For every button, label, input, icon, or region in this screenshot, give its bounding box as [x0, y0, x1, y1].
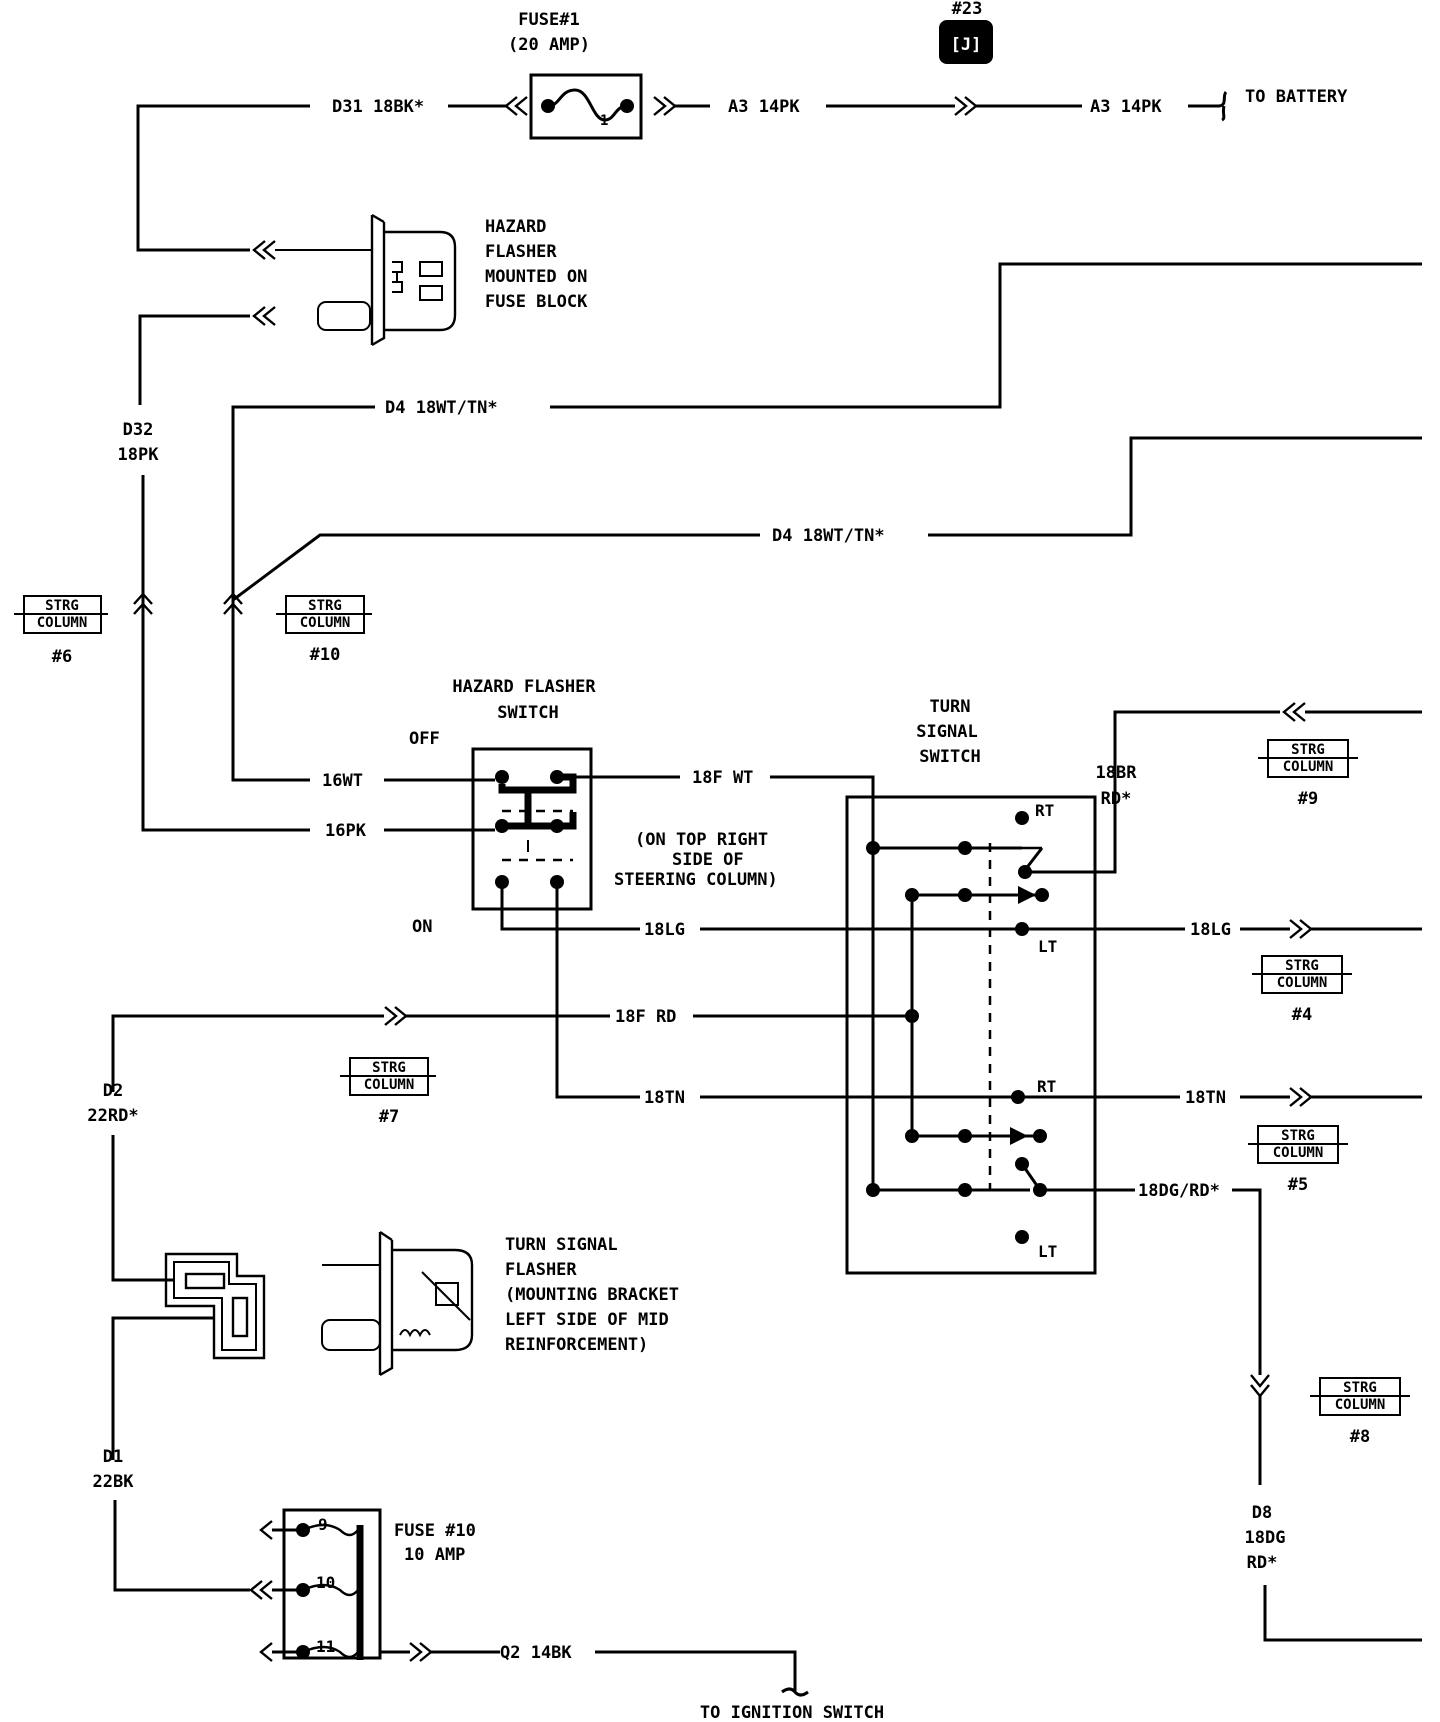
hazard-flasher-line2: FLASHER — [485, 242, 557, 262]
svg-text:#6: #6 — [52, 647, 72, 667]
wire-d2-line2: 22RD* — [87, 1106, 138, 1126]
wire-18fwt-label: 18F WT — [692, 768, 753, 788]
hazard-flasher: HAZARD FLASHER MOUNTED ON FUSE BLOCK — [252, 213, 588, 347]
svg-text:COLUMN: COLUMN — [1273, 1145, 1324, 1161]
wire-18lg-left-label: 18LG — [644, 920, 685, 940]
svg-text:#7: #7 — [379, 1107, 399, 1127]
wire-18tn-left-label: 18TN — [644, 1088, 685, 1108]
connector-strg-10: STRG COLUMN #10 — [276, 595, 372, 665]
fuse-1-pin: 1 — [600, 113, 608, 129]
connector-strg-8: STRG COLUMN #8 — [1310, 1377, 1410, 1447]
wire-18br-line1: 18BR — [1096, 763, 1138, 783]
wire-d4-upper-label: D4 18WT/TN* — [385, 398, 498, 418]
badge-glyph: [J] — [951, 35, 982, 55]
connector-strg-4: STRG COLUMN #4 — [1252, 955, 1352, 1025]
hazard-flasher-switch: HAZARD FLASHER SWITCH OFF ON 16WT 16PK (… — [322, 677, 778, 937]
svg-text:LT: LT — [1038, 1242, 1057, 1261]
svg-text:STRG: STRG — [45, 598, 79, 614]
turn-switch-title1: TURN — [930, 697, 971, 717]
wire-18tn-right-label: 18TN — [1185, 1088, 1226, 1108]
hazard-switch-note3: STEERING COLUMN) — [614, 870, 778, 890]
fuse-1-label: FUSE#1 — [518, 10, 579, 30]
svg-text:COLUMN: COLUMN — [1335, 1397, 1386, 1413]
fuse-1-rating: (20 AMP) — [508, 35, 590, 55]
wire-18frd-label: 18F RD — [615, 1007, 676, 1027]
wire-18br-line2: RD* — [1101, 789, 1132, 809]
svg-text:STRG: STRG — [1291, 742, 1325, 758]
wire-d1-line2: 22BK — [93, 1472, 135, 1492]
turn-flasher-line4: LEFT SIDE OF MID — [505, 1310, 669, 1330]
hazard-switch-note2: SIDE OF — [672, 850, 744, 870]
svg-text:COLUMN: COLUMN — [300, 615, 351, 631]
fuse-10-label: FUSE #10 — [394, 1521, 476, 1541]
wire-18lg-right-label: 18LG — [1190, 920, 1231, 940]
svg-text:RT: RT — [1035, 801, 1054, 820]
hazard-flasher-line3: MOUNTED ON — [485, 267, 587, 287]
svg-text:COLUMN: COLUMN — [1277, 975, 1328, 991]
wire-18dgrd-label: 18DG/RD* — [1138, 1181, 1220, 1201]
connector-strg-5: STRG COLUMN #5 — [1248, 1125, 1348, 1195]
svg-text:#9: #9 — [1298, 789, 1318, 809]
to-ignition-label: TO IGNITION SWITCH — [700, 1703, 884, 1722]
svg-text:LT: LT — [1038, 937, 1057, 956]
wire-d8-line2: 18DG — [1245, 1528, 1286, 1548]
turn-signal-flasher-bracket — [164, 1252, 266, 1360]
svg-text:STRG: STRG — [1285, 958, 1319, 974]
svg-text:RT: RT — [1037, 1077, 1056, 1096]
wire-d1-line1: D1 — [103, 1447, 123, 1467]
wire-d8-line3: RD* — [1247, 1553, 1278, 1573]
svg-text:10: 10 — [316, 1573, 335, 1592]
wire-d32-line1: D32 — [123, 420, 154, 440]
svg-text:COLUMN: COLUMN — [364, 1077, 415, 1093]
wire-16wt-label: 16WT — [322, 771, 363, 791]
turn-signal-flasher: TURN SIGNAL FLASHER (MOUNTING BRACKET LE… — [321, 1231, 679, 1377]
connector-strg-9: STRG COLUMN #9 — [1258, 739, 1358, 809]
hazard-switch-off: OFF — [409, 729, 440, 749]
svg-text:STRG: STRG — [1281, 1128, 1315, 1144]
wire-d8-line1: D8 — [1252, 1503, 1272, 1523]
turn-flasher-line1: TURN SIGNAL — [505, 1235, 618, 1255]
hazard-switch-on: ON — [412, 917, 432, 937]
turn-switch-title3: SWITCH — [919, 747, 980, 767]
svg-text:COLUMN: COLUMN — [37, 615, 88, 631]
turn-switch-title2: SIGNAL — [916, 722, 977, 742]
svg-text:#8: #8 — [1350, 1427, 1370, 1447]
turn-signal-switch: TURN SIGNAL SWITCH RT LT RT — [845, 697, 1097, 1275]
fuse-1: FUSE#1 (20 AMP) 1 — [504, 10, 677, 140]
fuse-10-rating: 10 AMP — [404, 1545, 465, 1565]
svg-text:STRG: STRG — [308, 598, 342, 614]
svg-text:COLUMN: COLUMN — [1283, 759, 1334, 775]
hazard-flasher-line1: HAZARD — [485, 217, 546, 237]
svg-text:STRG: STRG — [372, 1060, 406, 1076]
badge-number: #23 — [952, 0, 983, 19]
badge-23: #23 [J] — [939, 0, 993, 64]
hazard-flasher-line4: FUSE BLOCK — [485, 292, 588, 312]
svg-text:9: 9 — [318, 1515, 328, 1534]
turn-flasher-line3: (MOUNTING BRACKET — [505, 1285, 679, 1305]
wire-d2-line1: D2 — [103, 1081, 123, 1101]
turn-flasher-line5: REINFORCEMENT) — [505, 1335, 648, 1355]
to-battery-label: TO BATTERY — [1245, 87, 1348, 107]
wire-a3-right-label: A3 14PK — [1090, 97, 1162, 117]
wire-d4-lower-label: D4 18WT/TN* — [772, 526, 885, 546]
svg-text:#5: #5 — [1288, 1175, 1308, 1195]
connector-strg-6: STRG COLUMN #6 — [14, 595, 108, 667]
wire-q2-label: Q2 14BK — [500, 1643, 572, 1663]
wire-d32-line2: 18PK — [118, 445, 160, 465]
connector-strg-7: STRG COLUMN #7 — [340, 1057, 436, 1127]
wire-16pk-label: 16PK — [325, 821, 367, 841]
wire-d31-label: D31 18BK* — [332, 97, 424, 117]
svg-text:#4: #4 — [1292, 1005, 1312, 1025]
hazard-switch-title1: HAZARD FLASHER — [452, 677, 596, 697]
hazard-switch-note1: (ON TOP RIGHT — [635, 830, 768, 850]
svg-text:11: 11 — [316, 1637, 335, 1656]
wire-a3-left-label: A3 14PK — [728, 97, 800, 117]
svg-text:#10: #10 — [310, 645, 341, 665]
fuse-10: 9 10 11 FUSE #10 10 AMP — [249, 1508, 476, 1662]
svg-text:STRG: STRG — [1343, 1380, 1377, 1396]
hazard-switch-title2: SWITCH — [497, 703, 558, 723]
turn-flasher-line2: FLASHER — [505, 1260, 577, 1280]
